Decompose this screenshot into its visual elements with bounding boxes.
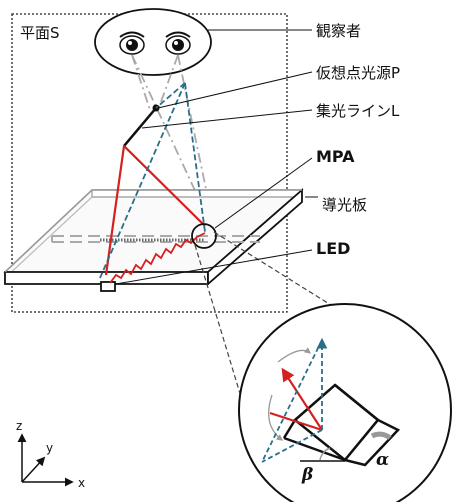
prism	[282, 383, 401, 467]
zoom-line-left	[194, 244, 246, 411]
light-guide-label: 導光板	[322, 196, 367, 214]
virtual-source-label: 仮想点光源P	[316, 64, 400, 82]
magnified-red-ray-in	[269, 411, 323, 432]
magnified-red-ray-out	[281, 367, 323, 431]
beta-angle-arc	[319, 447, 331, 461]
led	[100, 281, 116, 292]
blue-rays	[99, 82, 206, 279]
arc-arrow-upper	[277, 347, 312, 363]
magnified-blue-ray-diag	[261, 339, 323, 463]
light-guide-plate	[3, 188, 305, 286]
axis-x-label: x	[78, 476, 85, 490]
left-eye-icon	[119, 31, 145, 55]
light-line-l	[123, 107, 157, 147]
light-line-label: 集光ラインL	[316, 102, 400, 120]
observer	[94, 8, 212, 76]
leader-lines	[115, 29, 318, 285]
magnify-target-circle	[191, 223, 217, 249]
red-rays	[104, 145, 206, 276]
mpa-label: MPA	[316, 147, 355, 166]
plane-s-label: 平面S	[20, 24, 60, 42]
observer-label: 観察者	[316, 22, 361, 40]
alpha-angle-arc	[370, 431, 392, 441]
sight-lines	[131, 54, 216, 233]
guided-light-zigzag	[109, 232, 206, 284]
beta-label: β	[301, 465, 313, 485]
led-label: LED	[316, 239, 350, 258]
arc-arrow-lower	[268, 394, 284, 441]
alpha-label: α	[376, 450, 389, 470]
observer-head	[94, 8, 212, 76]
coordinate-axes: z y x	[16, 419, 85, 490]
right-eye-icon	[165, 31, 191, 55]
magnified-blue-ray-bottom	[261, 429, 323, 463]
axis-z-label: z	[16, 419, 22, 433]
axis-y-label: y	[46, 441, 53, 455]
